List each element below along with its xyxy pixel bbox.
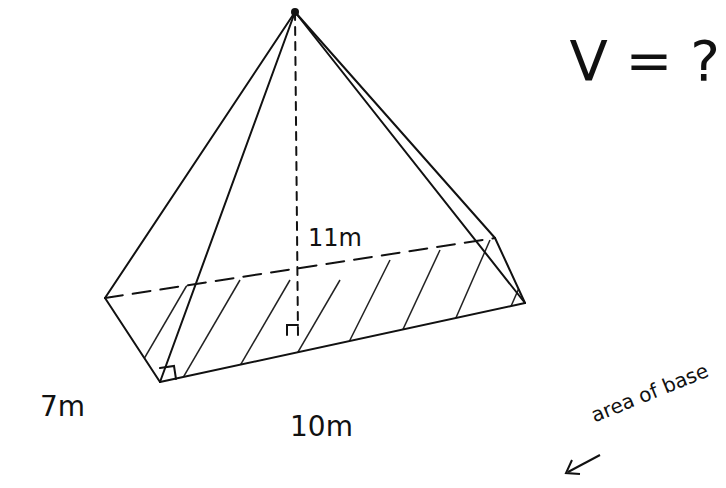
pyramid-edges: [105, 12, 525, 382]
volume-question: V = ?: [569, 30, 720, 92]
base-area-note: area of base: [588, 359, 711, 426]
length-dimension: 10m: [290, 412, 353, 443]
width-dimension: 7m: [40, 392, 85, 423]
apex-dot: [291, 8, 299, 16]
height-dimension: 11m: [308, 225, 362, 251]
pointer-arrow: [566, 455, 600, 474]
